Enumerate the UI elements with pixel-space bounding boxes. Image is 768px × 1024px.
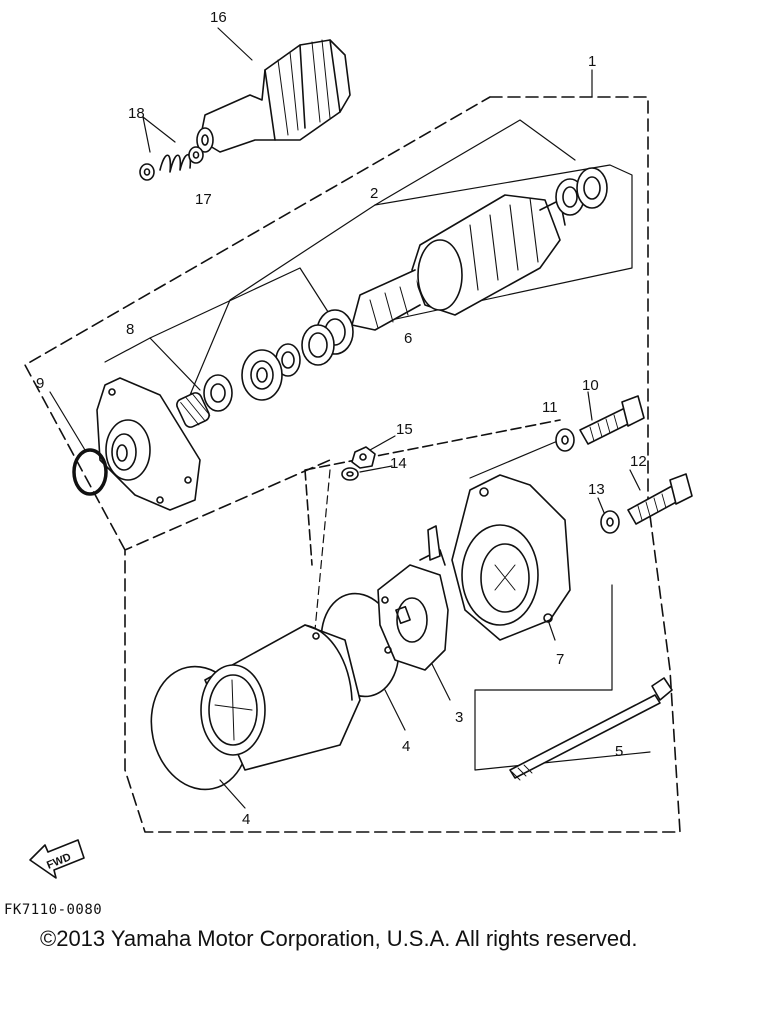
callout-17: 17 — [195, 191, 212, 208]
part-5-through-bolt — [510, 678, 672, 780]
part-3-brush-holder — [378, 526, 448, 670]
diagram-code: FK7110-0080 — [4, 902, 103, 918]
callout-9: 9 — [36, 375, 44, 392]
copyright-notice: ©2013 Yamaha Motor Corporation, U.S.A. A… — [40, 926, 638, 951]
part-10-bolt — [580, 396, 644, 444]
part-shim-washers — [175, 310, 353, 429]
callout-4-front: 4 — [242, 811, 250, 828]
callout-18: 18 — [128, 105, 145, 122]
part-armature-end-washers — [556, 168, 607, 215]
part-9-o-ring — [74, 450, 106, 494]
part-2-armature — [352, 195, 565, 330]
part-7-rear-cover — [452, 475, 570, 640]
callout-7: 7 — [556, 651, 564, 668]
part-15-nut — [352, 447, 375, 468]
callout-10: 10 — [582, 377, 599, 394]
part-8-front-cover — [97, 378, 200, 510]
callout-4-rear: 4 — [402, 738, 410, 755]
callout-11: 11 — [542, 399, 558, 416]
part-17-spring — [160, 155, 190, 172]
part-18-washers — [140, 147, 203, 180]
part-11-washer — [556, 429, 574, 451]
callout-3: 3 — [455, 709, 463, 726]
part-yoke-housing — [201, 625, 360, 770]
callout-1: 1 — [588, 53, 596, 70]
callout-16: 16 — [210, 9, 227, 26]
callout-12: 12 — [630, 453, 647, 470]
leader-lines — [50, 28, 650, 808]
nut-washer-bracket — [305, 420, 560, 565]
callout-14: 14 — [390, 455, 407, 472]
fwd-arrow-icon — [30, 840, 84, 878]
callout-labels: 1 2 3 4 4 5 6 7 8 9 10 11 12 13 14 15 16… — [36, 9, 647, 872]
callout-8: 8 — [126, 321, 134, 338]
callout-6: 6 — [404, 330, 412, 347]
assembly-outline — [25, 97, 680, 832]
part-16-clutch-assembly — [197, 40, 350, 152]
callout-15: 15 — [396, 421, 413, 438]
callout-5: 5 — [615, 743, 623, 760]
callout-2: 2 — [370, 185, 378, 202]
part-13-washer — [601, 511, 619, 533]
part-12-bolt — [628, 474, 692, 524]
part-14-lock-washer — [342, 468, 358, 480]
callout-13: 13 — [588, 481, 605, 498]
